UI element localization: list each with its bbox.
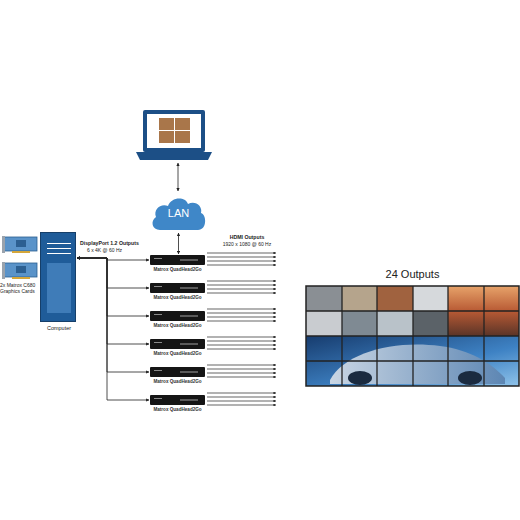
connector-arrow — [77, 258, 149, 400]
device-node: Matrox QuadHead2Go — [150, 311, 205, 321]
node-label: Matrox QuadHead2Go — [148, 267, 207, 272]
connector-arrow — [77, 258, 149, 316]
hdmi-arrows — [207, 309, 276, 321]
hdmi-arrows — [207, 253, 276, 265]
connector-arrow — [178, 233, 179, 254]
node-label: Matrox QuadHead2Go — [148, 295, 207, 300]
connector-arrow — [77, 258, 149, 372]
cloud-node: LAN — [150, 194, 207, 232]
device-node: Matrox QuadHead2Go — [150, 339, 205, 349]
device-node: Matrox QuadHead2Go — [150, 255, 205, 265]
tower-node: Computer — [40, 232, 76, 322]
annotation-label: 6 x 4K @ 60 Hz — [87, 248, 137, 254]
hdmi-arrows — [207, 337, 276, 349]
connector-arrow — [77, 258, 149, 260]
laptop-icon — [136, 110, 212, 160]
wall-heading: 24 Outputs — [306, 268, 519, 280]
hdmi-arrows — [207, 365, 276, 377]
connector-arrow — [77, 258, 149, 344]
annotation-label: 2x Matrox C680 Graphics Cards — [0, 283, 42, 295]
video-wall — [306, 286, 519, 386]
hdmi-arrows — [207, 281, 276, 293]
device-node: Matrox QuadHead2Go — [150, 395, 205, 405]
device-node: Matrox QuadHead2Go — [150, 367, 205, 377]
connector-arrow — [77, 258, 149, 288]
node-label: Matrox QuadHead2Go — [148, 323, 207, 328]
node-label: Computer — [29, 325, 89, 331]
node-label: Matrox QuadHead2Go — [148, 351, 207, 356]
node-label: Matrox QuadHead2Go — [148, 407, 207, 412]
graphics-card — [2, 236, 37, 253]
node-label: Matrox QuadHead2Go — [148, 379, 207, 384]
annotation-label: DisplayPort 1.2 Outputs — [80, 241, 140, 247]
annotation-label: HDMI Outputs — [222, 235, 272, 241]
annotation-label: 1920 x 1080 @ 60 Hz — [217, 242, 277, 248]
device-node: Matrox QuadHead2Go — [150, 283, 205, 293]
hdmi-arrows — [207, 393, 276, 405]
graphics-card — [2, 262, 37, 279]
laptop-lan-link — [178, 163, 179, 191]
node-label: LAN — [150, 207, 207, 219]
wall-node: 24 Outputs — [306, 286, 519, 386]
